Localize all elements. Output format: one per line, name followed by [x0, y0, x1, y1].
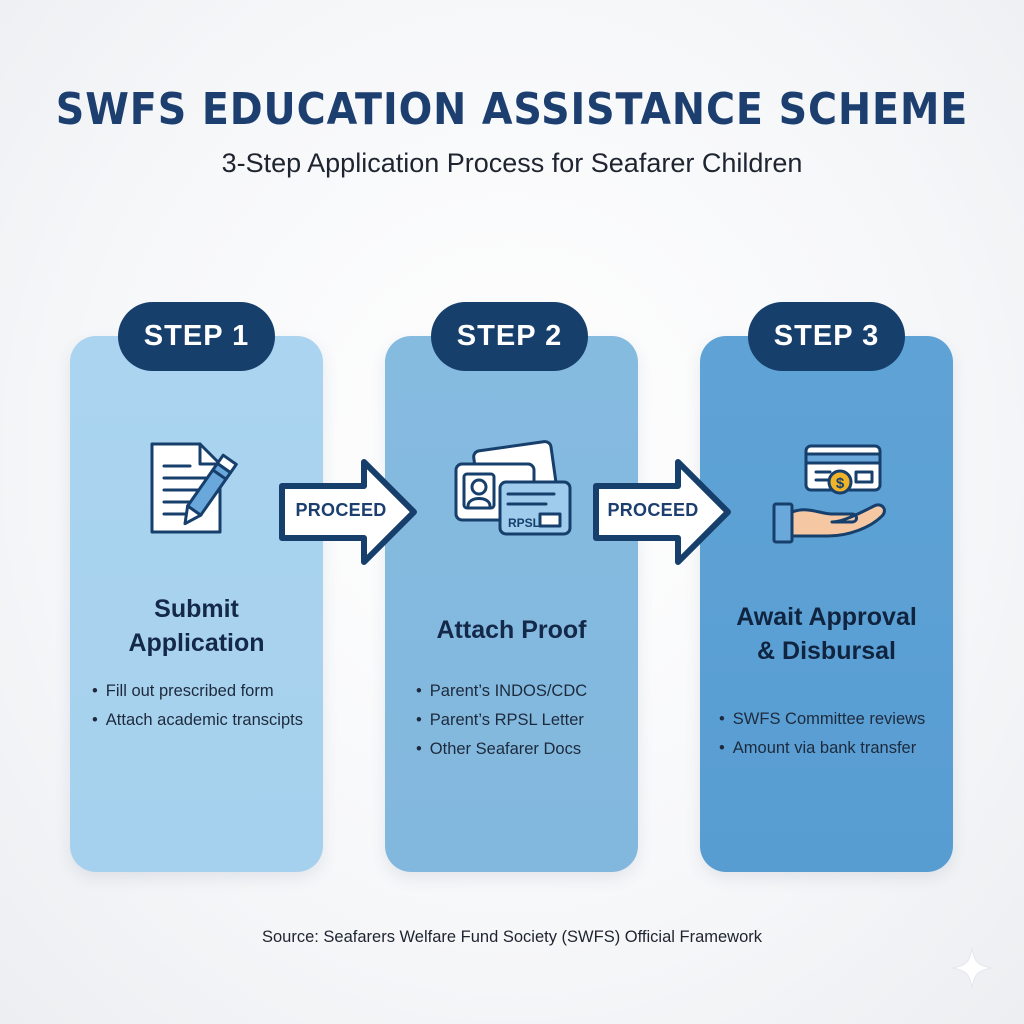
- proceed-arrow-1: [279, 459, 417, 565]
- source-footnote: Source: Seafarers Welfare Fund Society (…: [261, 928, 763, 946]
- coin-symbol: $: [836, 475, 845, 492]
- step-3-badge: STEP 3: [748, 302, 905, 371]
- list-item: Parent’s RPSL Letter: [416, 706, 587, 735]
- sparkle-icon: [951, 947, 993, 989]
- hand-payment-icon: $: [772, 444, 886, 544]
- page-title: SWFS EDUCATION ASSISTANCE SCHEME: [55, 84, 969, 135]
- step-3-title-line1: Await Approval: [736, 603, 917, 631]
- list-item: Attach academic transcipts: [92, 706, 303, 735]
- list-item: Fill out prescribed form: [92, 677, 303, 706]
- proceed-arrow-2: [593, 459, 731, 565]
- step-3-bullets: SWFS Committee reviews Amount via bank t…: [719, 705, 926, 763]
- step-2-bullets: Parent’s INDOS/CDC Parent’s RPSL Letter …: [416, 677, 587, 764]
- list-item: SWFS Committee reviews: [719, 705, 926, 734]
- step-1-badge: STEP 1: [118, 302, 275, 371]
- step-1-title-line1: Submit: [154, 595, 239, 623]
- list-item: Amount via bank transfer: [719, 734, 925, 763]
- step-3-title-line2: & Disbursal: [757, 637, 896, 665]
- step-2-badge: STEP 2: [431, 302, 588, 371]
- rpsl-card-text: RPSL: [508, 516, 540, 530]
- step-2-card: [385, 336, 638, 872]
- id-cards-icon: RPSL: [454, 440, 572, 536]
- list-item: Parent’s INDOS/CDC: [416, 677, 587, 706]
- step-1-card: [70, 336, 323, 872]
- step-1-bullets: Fill out prescribed form Attach academic…: [92, 677, 303, 735]
- page-subtitle: 3-Step Application Process for Seafarer …: [221, 148, 803, 178]
- proceed-label-2: PROCEED: [607, 500, 699, 520]
- step-2-title-line1: Attach Proof: [436, 616, 587, 644]
- proceed-label-1: PROCEED: [295, 500, 387, 520]
- step-2-title: Attach Proof: [385, 613, 638, 647]
- list-item: Other Seafarer Docs: [416, 735, 587, 764]
- step-3-card: [700, 336, 953, 872]
- step-1-title-line2: Application: [128, 629, 265, 657]
- step-1-title: Submit Application: [70, 592, 323, 660]
- step-3-title: Await Approval & Disbursal: [700, 600, 953, 668]
- document-pen-icon: [150, 442, 238, 534]
